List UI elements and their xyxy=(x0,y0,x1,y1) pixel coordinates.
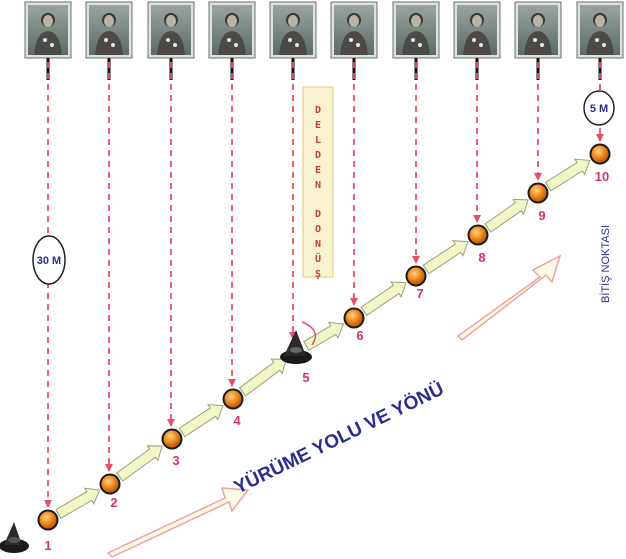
station-number: 6 xyxy=(356,328,363,343)
station-number: 7 xyxy=(416,286,423,301)
station-number: 10 xyxy=(595,169,609,184)
person-photo xyxy=(25,2,71,80)
turn-note-letter: Ü xyxy=(315,251,321,265)
station-marker: 5 xyxy=(302,370,309,385)
turn-note-letter: L xyxy=(315,135,321,146)
station-marker: 6 xyxy=(344,308,365,344)
person-photo xyxy=(393,2,439,80)
path-arrow xyxy=(54,482,104,522)
distance-badge-end: 5 M xyxy=(584,91,614,125)
person-photo xyxy=(209,2,255,80)
station-number: 3 xyxy=(172,453,179,468)
guide-line xyxy=(44,62,52,508)
distance-start-text: 30 M xyxy=(37,255,61,267)
person-photo xyxy=(454,2,500,80)
station-number: 4 xyxy=(233,413,241,428)
guide-line xyxy=(228,62,236,387)
person-photo xyxy=(148,2,194,80)
start-cone-icon xyxy=(0,522,29,553)
station-marker: 3 xyxy=(162,429,183,469)
station-marker: 1 xyxy=(38,510,59,554)
station-marker: 2 xyxy=(100,474,121,511)
station-marker: 4 xyxy=(223,389,244,429)
station-marker: 7 xyxy=(406,266,427,302)
guide-line xyxy=(105,62,113,472)
station-marker: 9 xyxy=(528,183,549,224)
photo-row xyxy=(25,2,623,80)
person-photo xyxy=(86,2,132,80)
path-arrow xyxy=(543,153,594,194)
station-number: 5 xyxy=(302,370,309,385)
turn-note-letter: Ş xyxy=(315,269,321,280)
turn-note-letter: N xyxy=(315,180,321,191)
turn-note-letter: D xyxy=(315,150,321,161)
path-arrow xyxy=(114,439,167,484)
guide-line xyxy=(289,62,297,340)
person-photo xyxy=(515,2,561,80)
distance-badge-start: 30 M xyxy=(33,236,65,284)
guide-line xyxy=(412,62,420,264)
station-number: 9 xyxy=(538,208,545,223)
turn-instruction-note: DELDENDONÜŞ xyxy=(303,87,333,280)
guide-line xyxy=(167,62,175,427)
path-arrow xyxy=(421,234,473,277)
turn-note-letter: D xyxy=(315,209,321,220)
station-number: 2 xyxy=(110,495,117,510)
turn-note-letter: D xyxy=(315,105,321,116)
turn-note-letter: E xyxy=(315,165,321,176)
turn-note-letter: N xyxy=(315,239,321,250)
station-number: 1 xyxy=(44,538,51,553)
turn-note-letter: E xyxy=(315,120,321,131)
direction-arrow-upper xyxy=(458,256,560,340)
guide-line xyxy=(473,62,481,223)
direction-arrow-lower xyxy=(108,488,248,557)
path-arrow xyxy=(359,275,411,318)
guide-line xyxy=(350,62,358,306)
station-number: 8 xyxy=(478,250,485,265)
person-photo xyxy=(270,2,316,80)
path-arrow xyxy=(483,193,534,236)
turn-note-letter: O xyxy=(315,224,321,235)
station-marker: 8 xyxy=(468,225,489,266)
path-arrow xyxy=(177,398,228,440)
person-photo xyxy=(577,2,623,80)
finish-label: BİTİŞ NOKTASI xyxy=(599,225,612,303)
distance-end-text: 5 M xyxy=(590,103,608,115)
path-arrow xyxy=(302,316,348,353)
station-marker: 10 xyxy=(590,144,611,185)
person-photo xyxy=(331,2,377,80)
course-title: YÜRÜME YOLU VE YÖNÜ xyxy=(231,379,447,499)
